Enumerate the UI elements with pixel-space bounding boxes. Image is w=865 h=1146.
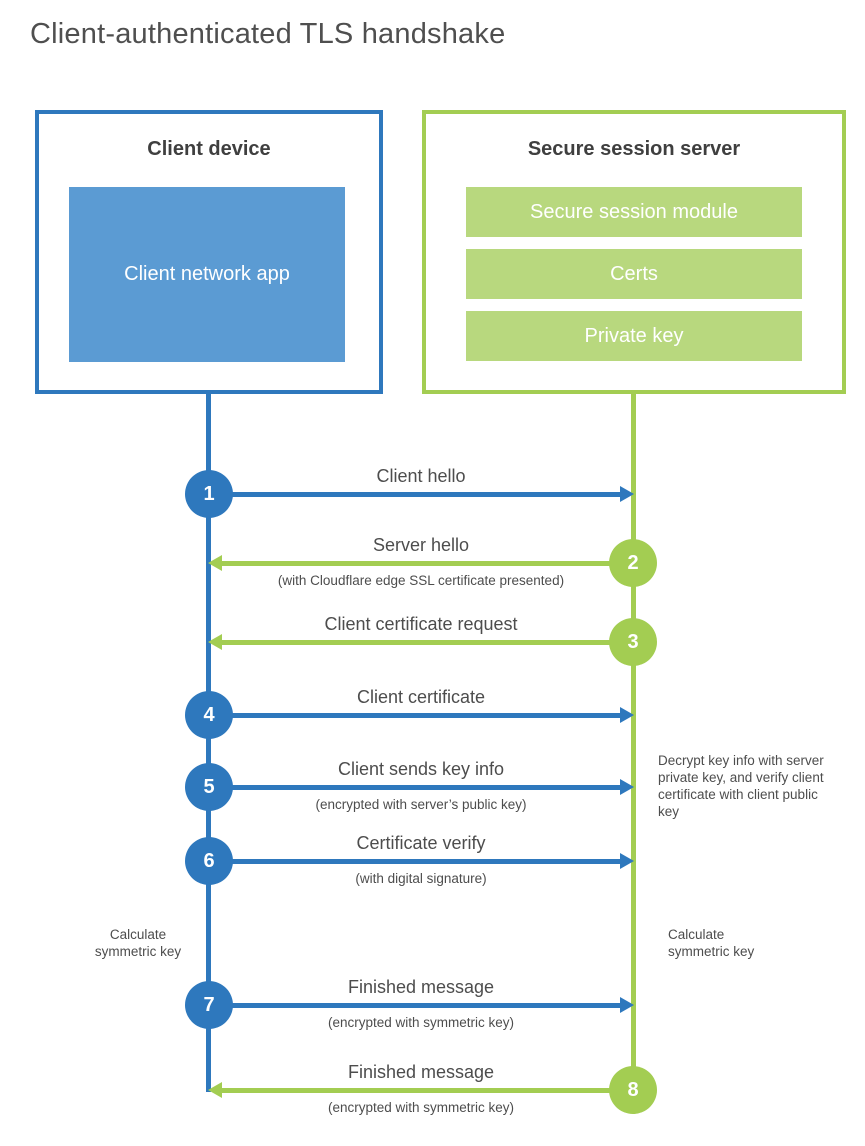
step-6-label: Certificate verify <box>356 833 486 853</box>
step-1-badge: 1 <box>185 470 233 518</box>
calculate-symmetric-key-left: Calculate symmetric key <box>94 927 182 959</box>
server-module-bar: Secure session module <box>466 187 802 237</box>
step-3-arrow <box>208 634 633 650</box>
arrow-shaft <box>209 785 622 790</box>
client-lifeline <box>206 392 211 1092</box>
arrow-shaft <box>209 859 622 864</box>
step-5-sublabel: (encrypted with server’s public key) <box>315 797 527 812</box>
step-2-label: Server hello <box>372 535 470 555</box>
step-3-badge: 3 <box>609 618 657 666</box>
arrowhead-left-icon <box>208 555 222 571</box>
client-network-app-label: Client network app <box>124 263 290 285</box>
step-2-sublabel: (with Cloudflare edge SSL certificate pr… <box>277 573 565 588</box>
client-network-app-box: Client network app <box>69 187 345 362</box>
arrowhead-right-icon <box>620 997 634 1013</box>
step-2-arrow <box>208 555 633 571</box>
step-4-badge: 4 <box>185 691 233 739</box>
step-8-badge: 8 <box>609 1066 657 1114</box>
arrowhead-right-icon <box>620 707 634 723</box>
arrowhead-left-icon <box>208 634 222 650</box>
step-4-label: Client certificate <box>356 687 486 707</box>
server-module-bar: Certs <box>466 249 802 299</box>
arrow-shaft <box>209 713 622 718</box>
step-1-arrow <box>209 486 634 502</box>
step-6-badge: 6 <box>185 837 233 885</box>
step-2-badge: 2 <box>609 539 657 587</box>
secure-session-server-title: Secure session server <box>527 138 741 160</box>
step-1-label: Client hello <box>376 466 466 486</box>
decrypt-note: Decrypt key info with server private key… <box>658 753 824 819</box>
client-device-box: Client device Client network app <box>35 110 383 394</box>
step-8-arrow <box>208 1082 633 1098</box>
step-7-label: Finished message <box>347 977 495 997</box>
arrowhead-left-icon <box>208 1082 222 1098</box>
server-lifeline <box>631 392 636 1092</box>
page-title: Client-authenticated TLS handshake <box>30 18 506 50</box>
secure-session-server-box: Secure session server Secure session mod… <box>422 110 846 394</box>
client-device-title: Client device <box>147 138 271 160</box>
step-4-arrow <box>209 707 634 723</box>
step-3-label: Client certificate request <box>324 614 518 634</box>
step-6-arrow <box>209 853 634 869</box>
server-module-bar: Private key <box>466 311 802 361</box>
arrow-shaft <box>209 492 622 497</box>
arrow-shaft <box>220 640 633 645</box>
step-5-badge: 5 <box>185 763 233 811</box>
step-8-label: Finished message <box>347 1062 495 1082</box>
arrow-shaft <box>209 1003 622 1008</box>
arrowhead-right-icon <box>620 486 634 502</box>
arrowhead-right-icon <box>620 779 634 795</box>
step-5-arrow <box>209 779 634 795</box>
step-6-sublabel: (with digital signature) <box>355 871 487 886</box>
calculate-symmetric-key-right: Calculate symmetric key <box>668 927 755 959</box>
arrowhead-right-icon <box>620 853 634 869</box>
step-5-label: Client sends key info <box>337 759 505 779</box>
arrow-shaft <box>220 1088 633 1093</box>
step-7-badge: 7 <box>185 981 233 1029</box>
step-7-sublabel: (encrypted with symmetric key) <box>327 1015 515 1030</box>
arrow-shaft <box>220 561 633 566</box>
step-8-sublabel: (encrypted with symmetric key) <box>327 1100 515 1115</box>
step-7-arrow <box>209 997 634 1013</box>
server-modules-list: Secure session module Certs Private key <box>466 187 802 361</box>
